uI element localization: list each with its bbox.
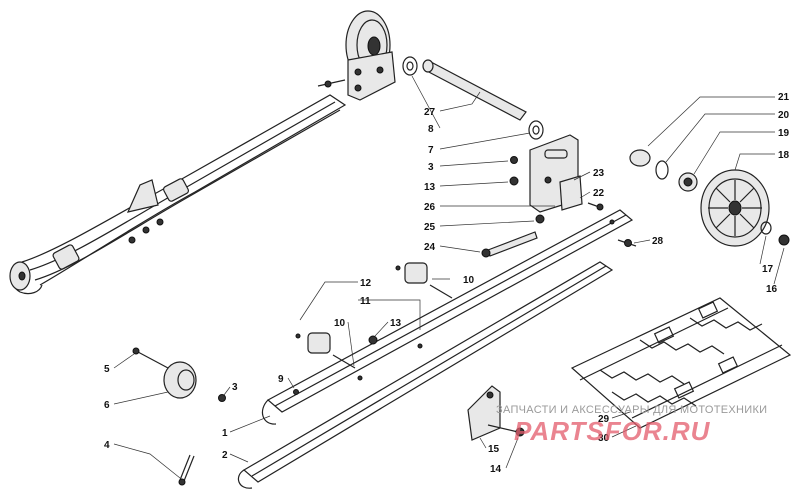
snap-ring-20 [655, 160, 669, 180]
slider-block-group [295, 262, 453, 369]
bolt-14 [515, 427, 525, 437]
bushing-21 [629, 149, 651, 167]
axle-group [402, 56, 544, 140]
nut-3b [218, 394, 226, 402]
callout-8: 8 [428, 124, 434, 135]
callout-3a: 3 [428, 162, 434, 173]
nut-13b [368, 335, 378, 345]
front-slider-block [52, 244, 80, 270]
callout-7: 7 [428, 145, 434, 156]
callout-9: 9 [278, 374, 284, 385]
track-belt [570, 297, 792, 429]
callout-6: 6 [104, 400, 110, 411]
callout-3b: 3 [232, 382, 238, 393]
bracket-23 [559, 175, 583, 211]
long-bolt-24 [487, 231, 538, 257]
callout-15: 15 [488, 444, 500, 455]
nut-12 [395, 265, 401, 271]
bolt-28 [624, 239, 632, 247]
nut-3 [510, 156, 518, 164]
bolt-4-group [178, 454, 195, 486]
callout-27: 27 [424, 107, 436, 118]
callout-23: 23 [593, 168, 605, 179]
callout-28: 28 [652, 236, 664, 247]
side-plate-group [481, 134, 604, 258]
callout-10a: 10 [463, 275, 475, 286]
callout-13b: 13 [390, 318, 402, 329]
callout-20: 20 [778, 110, 790, 121]
nut-13 [509, 176, 519, 186]
bolt-16 [778, 234, 790, 246]
callout-19: 19 [778, 128, 790, 139]
callout-12: 12 [360, 278, 372, 289]
washer-7 [528, 120, 544, 140]
bolt-5 [132, 347, 140, 355]
rail-mount-bracket [126, 179, 159, 213]
watermark-brand: PARTSFOR.RU [514, 416, 711, 446]
callout-25: 25 [424, 222, 436, 233]
leader-lines [113, 75, 785, 479]
callout-30: 30 [598, 433, 610, 444]
callout-labels: 21 20 19 18 23 22 27 8 7 3 13 26 25 24 2… [104, 92, 790, 475]
slide-rail-1 [266, 209, 634, 413]
wear-strip-2 [242, 261, 614, 483]
callout-24: 24 [424, 242, 436, 253]
callout-1: 1 [222, 428, 228, 439]
spacer-25 [535, 214, 545, 224]
callout-29: 29 [598, 414, 610, 425]
pin-9 [293, 389, 299, 395]
callout-18: 18 [778, 150, 790, 161]
wheel-group [629, 149, 790, 247]
watermark-tagline: ЗАПЧАСТИ И АКСЕССУАРЫ ДЛЯ МОТОТЕХНИКИ [496, 404, 767, 416]
front-wheel-parts [132, 347, 299, 402]
callout-26: 26 [424, 202, 436, 213]
callout-10b: 10 [334, 318, 346, 329]
rear-axle-bracket [347, 51, 396, 101]
callout-22: 22 [593, 188, 605, 199]
rear-bracket-group [467, 385, 525, 441]
callout-4: 4 [104, 440, 110, 451]
callout-16: 16 [766, 284, 778, 295]
callout-17: 17 [762, 264, 774, 275]
upper-rail-assembly [9, 10, 396, 295]
bolt-22 [596, 203, 604, 211]
wheel-6 [163, 361, 197, 399]
callout-13a: 13 [424, 182, 436, 193]
washer-8 [402, 56, 418, 76]
callout-21: 21 [778, 92, 790, 103]
callout-11: 11 [360, 296, 371, 307]
watermark: ЗАПЧАСТИ И АКСЕССУАРЫ ДЛЯ МОТОТЕХНИКИ PA… [496, 404, 767, 446]
callout-14: 14 [490, 464, 502, 475]
slider-block-lower [307, 332, 331, 354]
callout-5: 5 [104, 364, 110, 375]
rail-slider-block [162, 178, 190, 202]
washer-17 [760, 221, 772, 235]
lower-rail-group [237, 209, 637, 489]
slider-block-11 [404, 262, 428, 284]
callout-2: 2 [222, 450, 228, 461]
